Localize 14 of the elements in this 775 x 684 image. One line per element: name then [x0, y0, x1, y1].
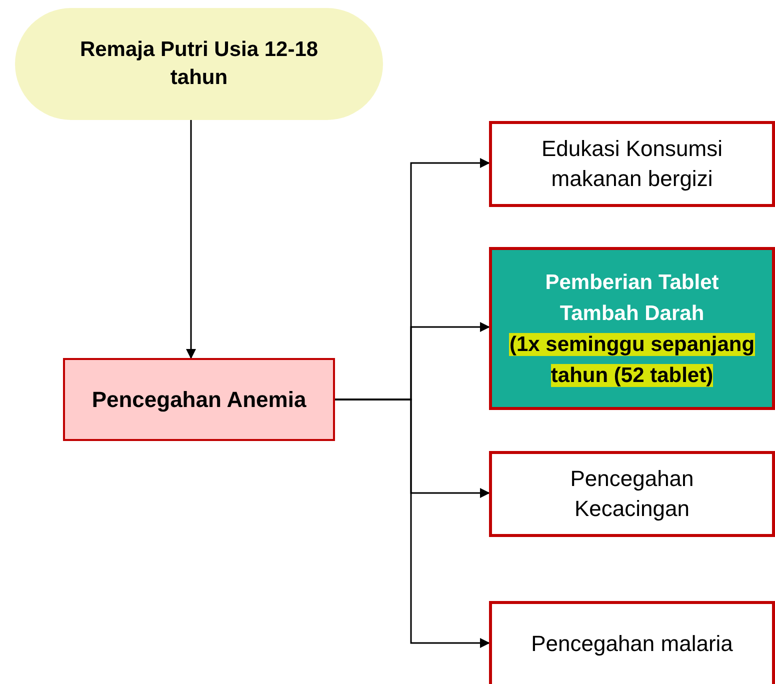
process-box	[489, 601, 775, 684]
arrow	[186, 120, 196, 359]
arrow	[335, 398, 490, 648]
node-text: Pemberian Tablet Tambah Darah	[544, 270, 720, 326]
process-box	[489, 247, 775, 410]
process-box	[489, 451, 775, 537]
node-text: Edukasi Konsumsi makanan bergizi	[540, 135, 724, 193]
node-text: Pencegahan Kecacingan	[569, 465, 695, 523]
node-text: Pencegahan malaria	[531, 630, 733, 658]
node-text: Pencegahan Anemia	[92, 386, 306, 414]
process-box	[63, 358, 335, 441]
highlighted-text: (1x seminggu sepanjang tahun (52 tablet)	[508, 332, 756, 388]
node-text: Remaja Putri Usia 12-18 tahun	[78, 37, 320, 91]
process-box	[489, 121, 775, 207]
